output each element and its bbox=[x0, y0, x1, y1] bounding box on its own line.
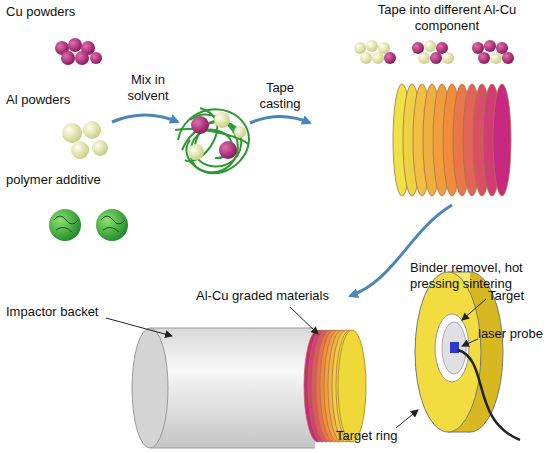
text-label: laser probe bbox=[478, 326, 543, 342]
laser-probe bbox=[450, 342, 459, 353]
text-label: polymer additive bbox=[6, 172, 101, 188]
text-label: Target ring bbox=[336, 428, 397, 444]
process-arrow bbox=[250, 117, 310, 124]
polymer-additive bbox=[49, 209, 128, 241]
disc bbox=[338, 330, 366, 442]
leader-line bbox=[462, 339, 478, 346]
al-powder bbox=[62, 121, 108, 159]
leader-line bbox=[290, 307, 318, 334]
text-label: Al-Cu graded materials bbox=[196, 288, 329, 304]
tape-discs bbox=[393, 84, 511, 196]
process-arrow bbox=[112, 115, 178, 122]
mixture-tangle bbox=[175, 108, 249, 173]
graded-discs bbox=[304, 330, 366, 442]
leader-line bbox=[106, 318, 172, 336]
text-label: Tape into different Al-Cu component bbox=[372, 2, 522, 34]
text-label: Cu powders bbox=[6, 4, 75, 20]
disc bbox=[493, 84, 511, 196]
text-label: Al powders bbox=[6, 92, 70, 108]
leader-line bbox=[396, 410, 418, 428]
cu-powder bbox=[55, 38, 102, 65]
leader-line bbox=[462, 299, 486, 320]
text-label: Binder removel, hot pressing sintering bbox=[410, 260, 545, 292]
mixture-particles bbox=[188, 112, 246, 160]
text-label: Impactor backet bbox=[6, 304, 99, 320]
text-label: Tape casting bbox=[250, 80, 310, 112]
component-clusters bbox=[354, 40, 514, 64]
text-label: Mix in solvent bbox=[116, 72, 180, 104]
impactor-backet bbox=[132, 328, 315, 448]
probe-cable bbox=[458, 350, 520, 440]
text-label: Target bbox=[488, 288, 524, 304]
